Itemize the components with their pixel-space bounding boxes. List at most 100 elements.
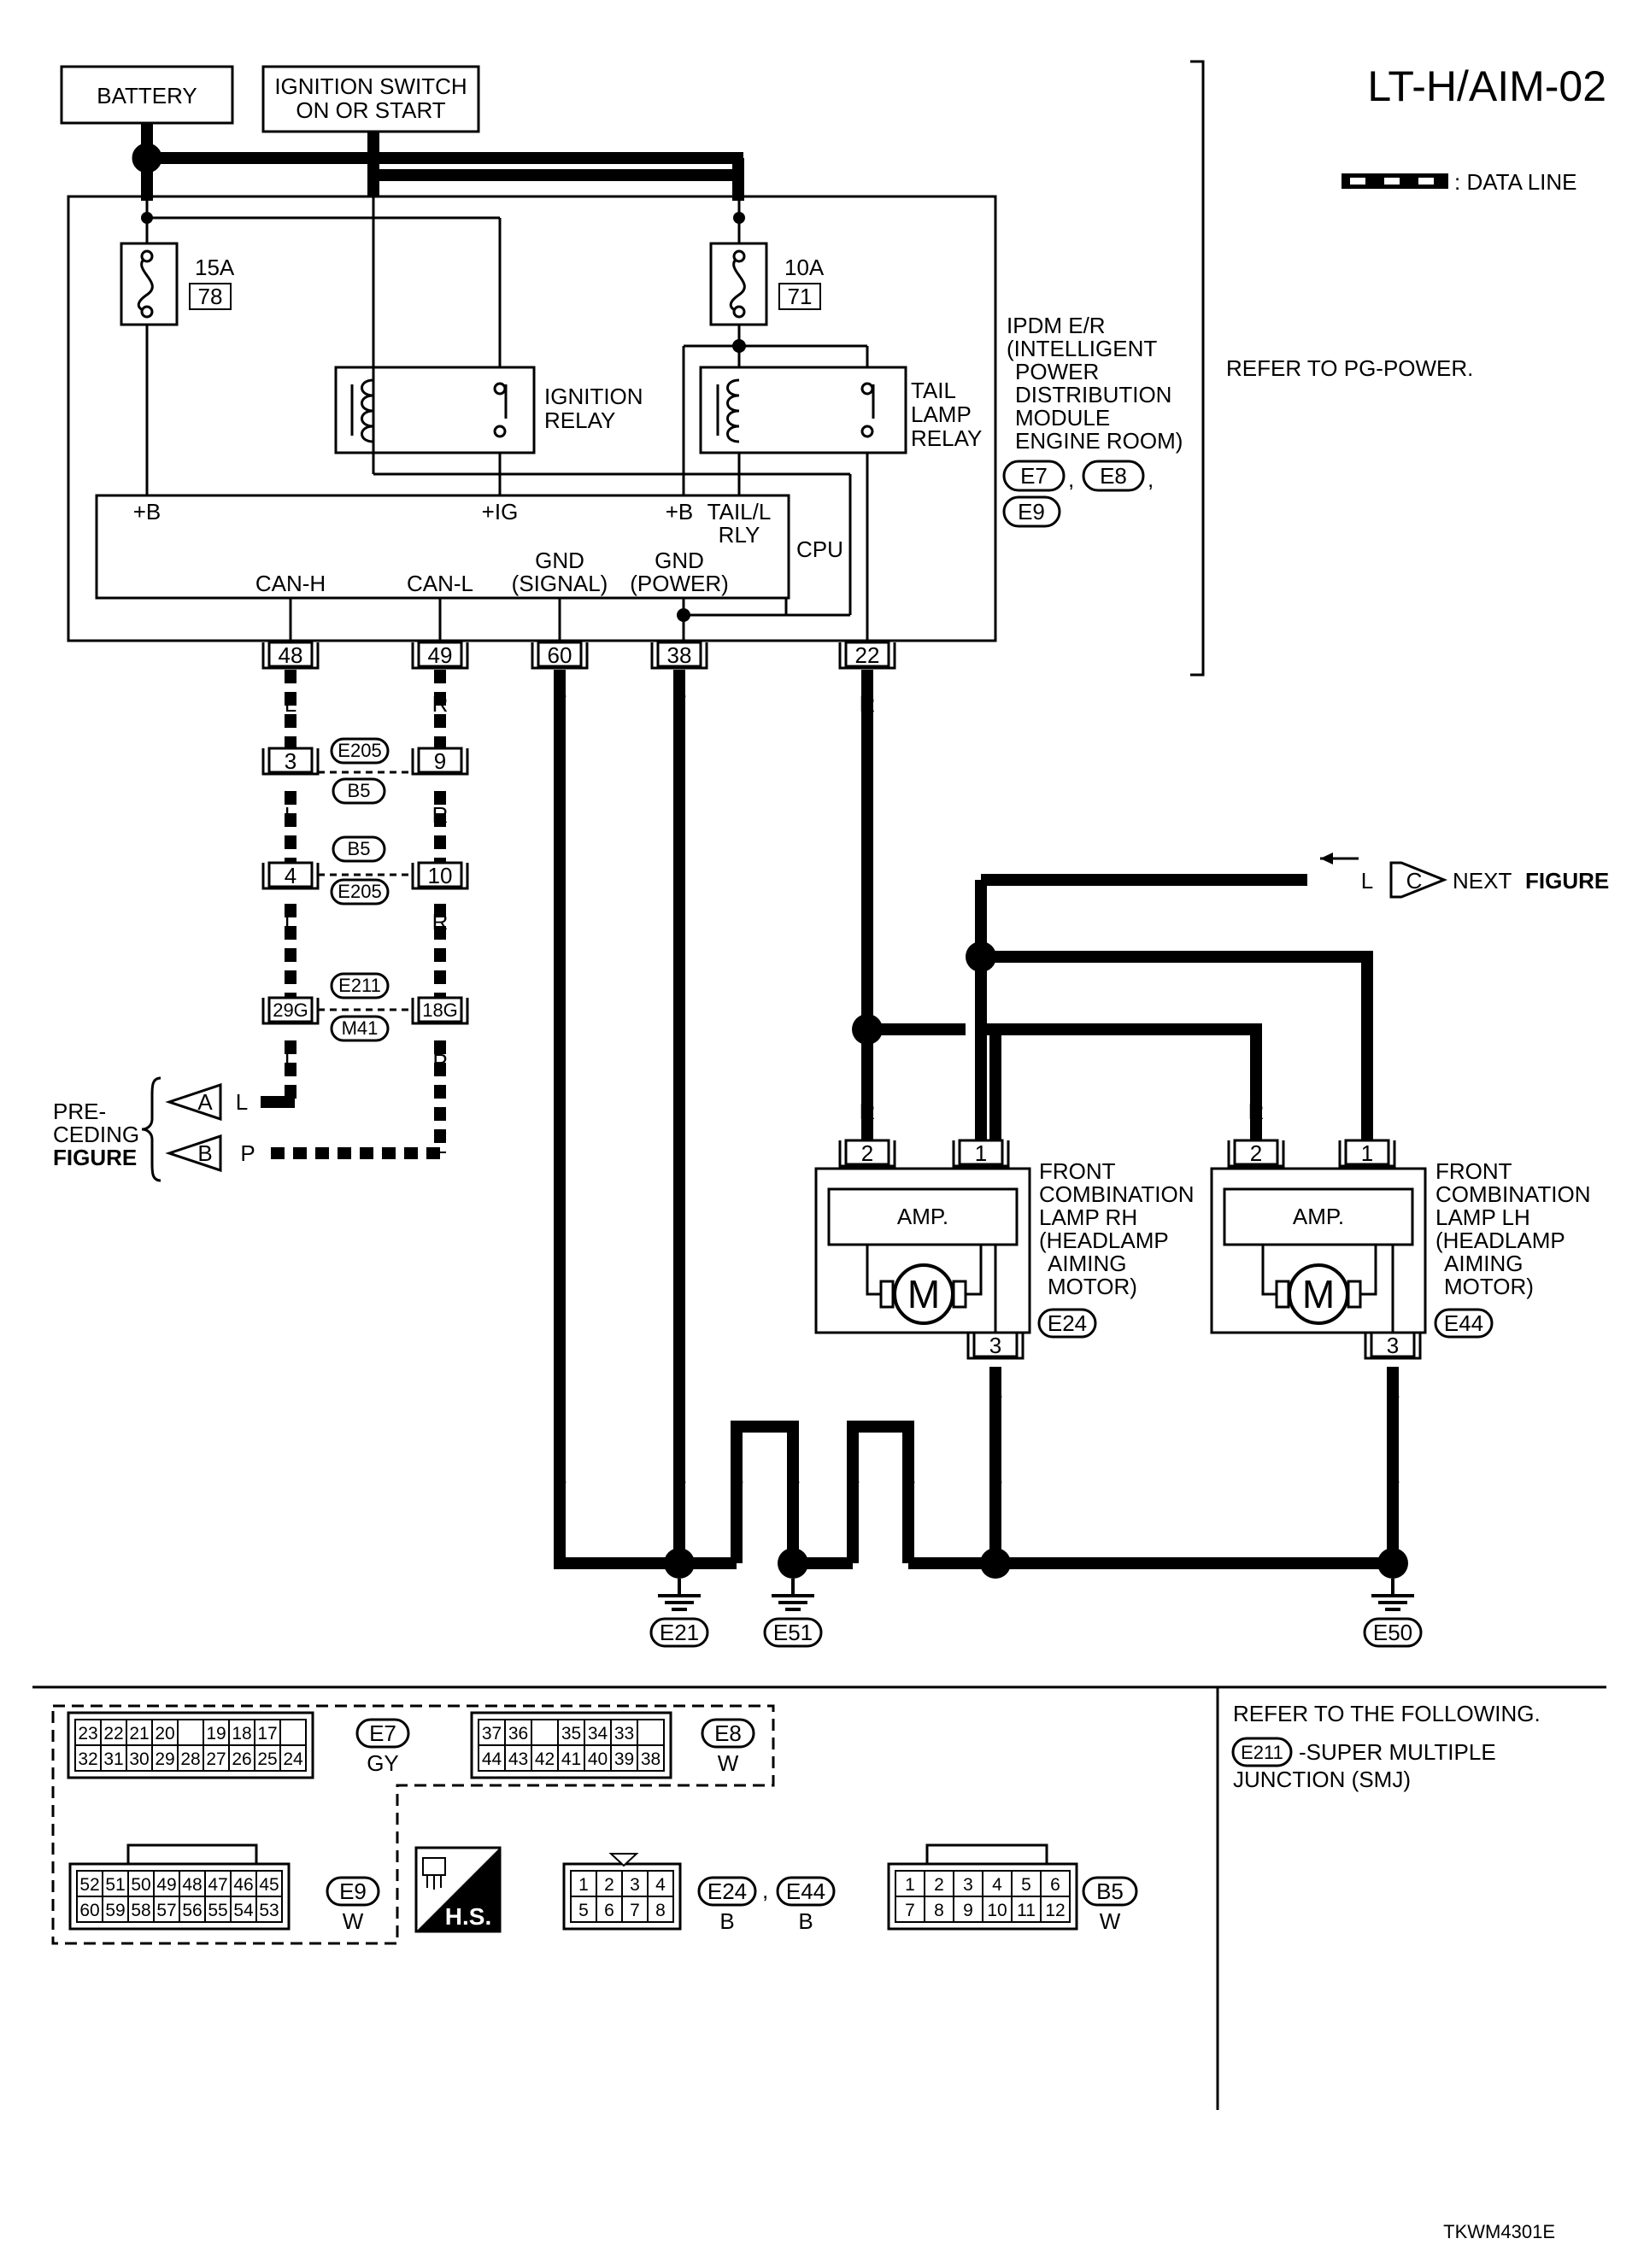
connector-e24-key	[608, 1853, 639, 1867]
connector-e7-pin: 28	[180, 1749, 200, 1769]
page-title: LT-H/AIM-02	[1367, 62, 1606, 110]
connector-e7-cavity	[74, 1744, 102, 1772]
connector-e9-pin: 58	[131, 1901, 150, 1920]
connector-e24-cavity	[647, 1870, 674, 1897]
cpu-pin-tail-1: TAIL/L	[707, 499, 772, 525]
connector-b5-pin: 3	[963, 1875, 973, 1895]
smj-text-1: -SUPER MULTIPLE	[1299, 1739, 1496, 1765]
connector-codes: E7 GY E8 W E9 W E24 B , E44 B B5 W	[326, 1718, 1138, 1934]
connector-b5-cavity	[924, 1870, 954, 1897]
ignition-relay-label-1: IGNITION	[544, 384, 643, 409]
connector-e9-cavity	[255, 1870, 283, 1897]
cpu-gnd-signal-2: (SIGNAL)	[512, 571, 608, 596]
ground-e51-label: E51	[773, 1620, 813, 1645]
connector-e8-cavity	[610, 1744, 638, 1772]
cpu-pin-b2: +B	[666, 499, 694, 525]
fuse-10a-amp: 10A	[784, 255, 825, 280]
terminal-49: 49	[411, 641, 469, 670]
smj-code: E211	[1241, 1742, 1283, 1763]
ipdm-connector-group	[51, 1704, 775, 1945]
connector-e9-cavity	[102, 1896, 129, 1923]
ipdm-name-3: POWER	[1015, 359, 1099, 384]
lamp-rh-name-3: LAMP RH	[1039, 1204, 1137, 1230]
next-figure-connector: L C NEXT FIGURE	[1320, 853, 1609, 899]
front-combination-lamp-lh: 2 1 AMP. M 3 FRONT COMBINATION LAMP LH (…	[1210, 1139, 1591, 1360]
wire-b-g7: B	[988, 1466, 1002, 1491]
joint-2-bottom-code: E205	[338, 881, 381, 902]
connector-e44-color: B	[798, 1908, 813, 1934]
connector-b5-cavity	[1040, 1870, 1071, 1897]
connector-e8-pin: 35	[561, 1724, 581, 1743]
connector-b5-cavity	[1040, 1896, 1071, 1923]
cpu-pin-tail-2: RLY	[719, 522, 760, 548]
next-figure-label-1: NEXT	[1453, 868, 1512, 894]
connector-e8-pin: 33	[614, 1724, 634, 1743]
connector-b5-pin: 6	[1050, 1875, 1060, 1895]
joint-connector-1: 3 9 E205 B5	[261, 737, 469, 805]
ipdm-name-4: DISTRIBUTION	[1015, 382, 1171, 407]
joint-1-right-pin: 9	[434, 748, 446, 774]
connector-e24-pin: 4	[655, 1875, 666, 1895]
tail-lamp-relay-label-3: RELAY	[911, 425, 982, 451]
terminal-38: 38	[650, 641, 708, 670]
joint-3-right-pin: 18G	[422, 999, 458, 1021]
connector-e9-pin: 57	[156, 1901, 176, 1920]
connector-b5-pin: 12	[1045, 1901, 1065, 1920]
ground-wires	[554, 670, 1399, 1569]
joint-1-left-pin: 3	[285, 748, 296, 774]
lamp-rh-motor: M	[907, 1272, 940, 1316]
connector-b5-code: B5	[1096, 1878, 1124, 1904]
connector-e9-pin: 49	[156, 1875, 176, 1895]
connector-e8-color: W	[718, 1750, 739, 1776]
cpu-label: CPU	[796, 536, 843, 562]
joint-3-left-pin: 29G	[273, 999, 308, 1021]
refer-pg-power: REFER TO PG-POWER.	[1226, 355, 1473, 381]
harness-side-icon: H.S.	[414, 1846, 502, 1933]
connector-e8-pin: 44	[482, 1749, 502, 1769]
lamp-signal-labels: R R L R L	[860, 691, 1374, 1124]
joint-3-bottom-code: M41	[342, 1017, 379, 1039]
terminal-49-label: 49	[428, 642, 453, 668]
connector-sep: ,	[762, 1878, 768, 1903]
wire-l-3: L	[285, 909, 296, 935]
wire-b-g6: B	[901, 1466, 915, 1491]
lamp-lh-motor: M	[1302, 1272, 1335, 1316]
connector-e7-cavity	[203, 1719, 230, 1746]
cpu-pin-b1: +B	[133, 499, 161, 525]
lamp-lh-pin-3: 3	[1387, 1333, 1399, 1358]
connector-e7-cavity	[279, 1744, 307, 1772]
ignition-relay-label-2: RELAY	[544, 407, 615, 433]
offpage-connector-b: B	[197, 1140, 212, 1166]
can-lines: L R L R L R L P	[261, 670, 448, 1159]
connector-e24-pin: 7	[630, 1901, 640, 1920]
connector-e7-pin: 30	[129, 1749, 149, 1769]
wire-b-38: B	[672, 680, 686, 706]
connector-e9-pin: 47	[208, 1875, 227, 1895]
power-feed	[132, 123, 744, 201]
cpu-gnd-power-1: GND	[655, 548, 704, 573]
ignition-relay: IGNITION RELAY	[334, 366, 643, 454]
cpu-gnd-power-2: (POWER)	[630, 571, 729, 596]
ipdm-conn-sep-1: ,	[1068, 466, 1074, 492]
connector-e9-cavity	[179, 1896, 206, 1923]
tail-lamp-relay: TAIL LAMP RELAY	[699, 366, 982, 454]
wire-b-g4: B	[785, 1466, 800, 1491]
connector-e24-code: E24	[707, 1878, 747, 1904]
wire-b-g8: B	[1385, 1466, 1400, 1491]
ipdm-name-2: (INTELLIGENT	[1007, 336, 1157, 361]
connector-e8-pin: 41	[561, 1749, 581, 1769]
cpu-pin-canl: CAN-L	[407, 571, 473, 596]
terminal-60-label: 60	[548, 642, 572, 668]
cpu-gnd-signal-1: GND	[535, 548, 584, 573]
front-combination-lamp-rh: 2 1 AMP. M 3 FRONT COMBINATION LAMP RH (…	[814, 1139, 1195, 1360]
connector-b5-pin: 7	[905, 1901, 915, 1920]
terminal-48-label: 48	[279, 642, 303, 668]
connector-e7-pin: 25	[257, 1749, 277, 1769]
connector-b5-tab	[925, 1843, 1048, 1864]
lamp-rh-name-2: COMBINATION	[1039, 1181, 1195, 1207]
connector-e7-cavity	[126, 1719, 153, 1746]
connector-e9-pin: 55	[208, 1901, 227, 1920]
connector-e9-code: E9	[339, 1878, 367, 1904]
joint-2-top-code: B5	[348, 838, 371, 859]
